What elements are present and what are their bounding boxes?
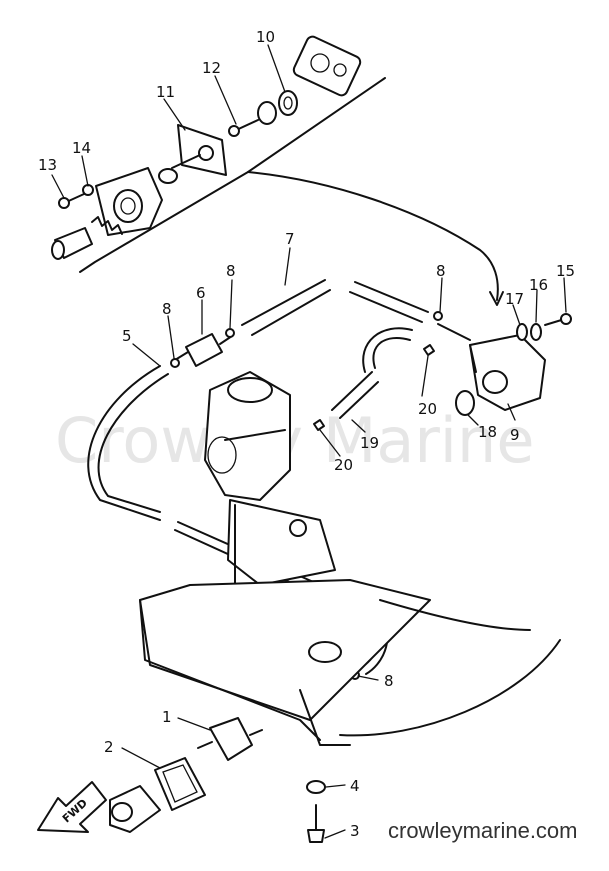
callout-2: 2 <box>104 738 114 756</box>
washer-4 <box>306 780 326 794</box>
callout-16: 16 <box>529 276 548 294</box>
callout-11: 11 <box>156 83 175 101</box>
diaphragm-cover-10 <box>292 35 362 97</box>
callout-20a: 20 <box>418 400 437 418</box>
plate-11 <box>158 124 227 184</box>
screw-12 <box>228 119 259 137</box>
carburetor <box>204 371 336 601</box>
o-ring-18 <box>455 390 475 416</box>
inset-frame <box>79 77 504 306</box>
callout-15: 15 <box>556 262 575 280</box>
hose-19 <box>331 327 413 419</box>
callout-13: 13 <box>38 156 57 174</box>
callout-1: 1 <box>162 708 172 726</box>
callout-7: 7 <box>285 230 295 248</box>
gasket-2 <box>154 757 206 811</box>
website-link[interactable]: crowleymarine.com <box>388 818 578 843</box>
callout-20b: 20 <box>334 456 353 474</box>
callout-12: 12 <box>202 59 221 77</box>
plunger <box>51 227 93 260</box>
callout-5: 5 <box>122 327 132 345</box>
callout-8c: 8 <box>436 262 446 280</box>
callout-8d: 8 <box>384 672 394 690</box>
spring <box>91 216 123 235</box>
callout-14: 14 <box>72 139 91 157</box>
callout-4: 4 <box>350 777 360 795</box>
fuel-pump-9 <box>437 323 546 411</box>
callout-17: 17 <box>505 290 524 308</box>
fuel-tank <box>139 579 561 746</box>
fuel-cock-1 <box>197 717 263 761</box>
fuel-filter-6 <box>174 333 233 367</box>
bolt-3 <box>307 804 325 843</box>
washers-16-17 <box>516 313 572 341</box>
callout-6: 6 <box>196 284 206 302</box>
callout-8b: 8 <box>226 262 236 280</box>
callout-10: 10 <box>256 28 275 46</box>
callout-18: 18 <box>478 423 497 441</box>
callout-19: 19 <box>360 434 379 452</box>
watermark: Crowley Marine <box>55 404 534 477</box>
pump-body-13 <box>95 167 163 236</box>
callout-9: 9 <box>510 426 520 444</box>
fwd-arrow-icon: FWD <box>37 781 107 833</box>
callout-8a: 8 <box>162 300 172 318</box>
callout-labels: 1 2 3 4 5 6 7 8 8 8 8 9 10 11 12 13 14 1… <box>38 28 575 840</box>
hose-7 <box>241 279 429 336</box>
callout-3: 3 <box>350 822 360 840</box>
gasket-ring <box>257 90 298 125</box>
bolt-13 <box>58 184 94 209</box>
fuel-cock-knob <box>109 785 161 833</box>
leader-lines <box>51 44 567 839</box>
